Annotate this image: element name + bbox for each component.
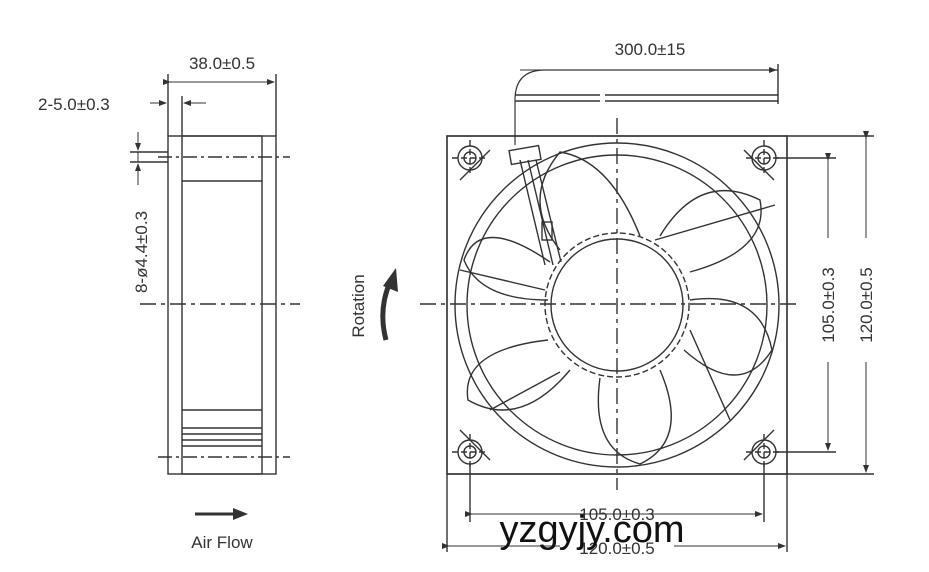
hole-dimension-label: 8-ø4.4±0.3 bbox=[132, 211, 151, 293]
rotation-arrow-icon bbox=[380, 268, 398, 341]
front-view bbox=[420, 64, 874, 552]
width-dimension-label: 38.0±0.5 bbox=[189, 54, 255, 73]
fan-blades bbox=[463, 151, 773, 465]
hole-spacing-horizontal-label: 105.0±0.3 bbox=[579, 505, 655, 524]
side-frame-inner bbox=[181, 135, 263, 475]
outer-size-horizontal-label: 120.0±0.5 bbox=[579, 539, 655, 558]
inset-dimension-label: 2-5.0±0.3 bbox=[38, 95, 110, 114]
air-flow-arrow-icon bbox=[195, 508, 248, 520]
side-frame bbox=[167, 135, 277, 475]
rotation-label: Rotation bbox=[349, 274, 368, 337]
hole-spacing-vertical-label: 105.0±0.3 bbox=[819, 267, 838, 343]
side-view bbox=[130, 74, 300, 475]
watermark: yzgyjy.com bbox=[499, 509, 684, 551]
outer-size-vertical-label: 120.0±0.5 bbox=[857, 267, 876, 343]
cable-length-label: 300.0±15 bbox=[615, 40, 686, 59]
air-flow-label: Air Flow bbox=[191, 533, 253, 552]
